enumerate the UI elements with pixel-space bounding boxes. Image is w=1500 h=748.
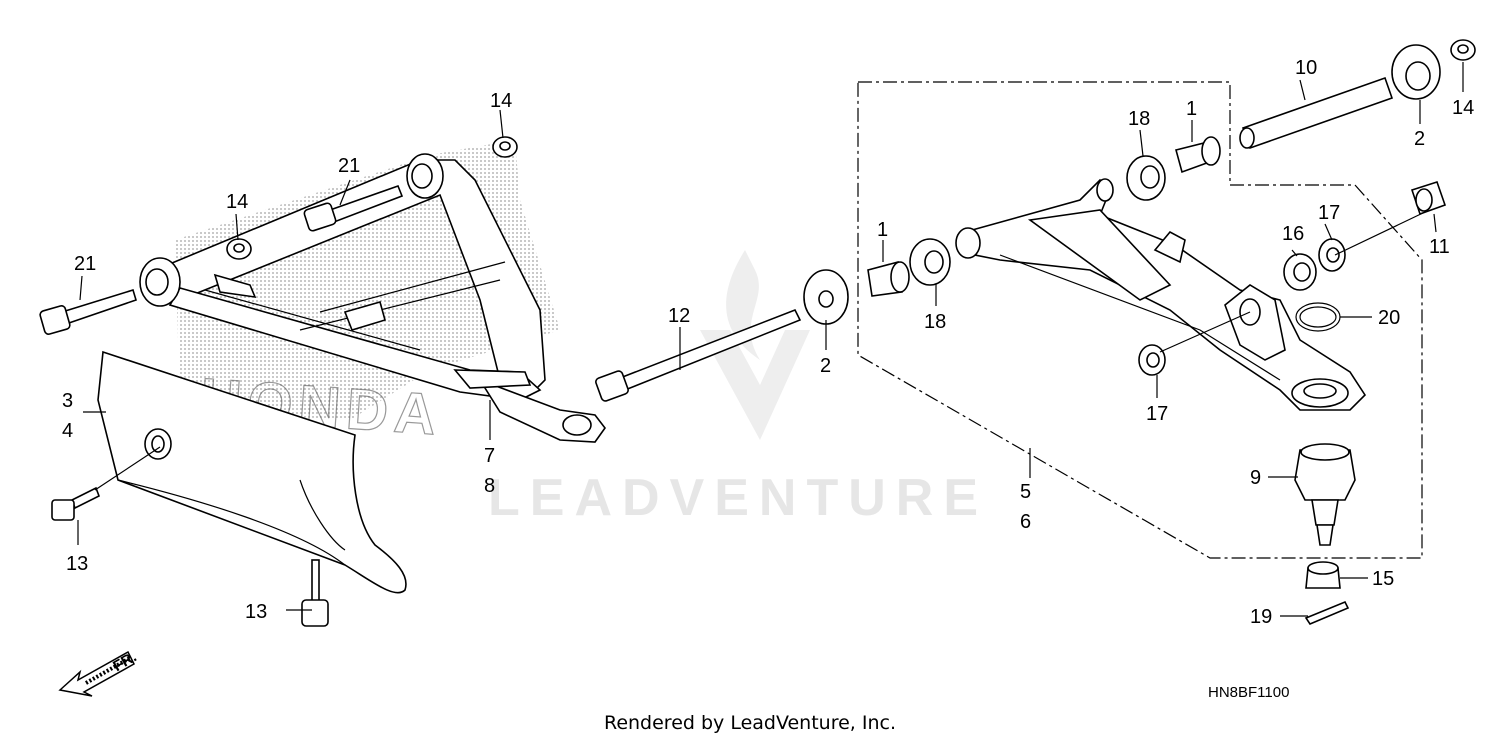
callout-21-left: 21 — [74, 253, 96, 275]
bushing-1-top — [1175, 136, 1221, 174]
callout-15: 15 — [1372, 568, 1394, 590]
callout-8: 8 — [484, 475, 495, 497]
callout-6: 6 — [1020, 511, 1031, 533]
callout-14-left: 14 — [226, 191, 248, 213]
callout-13-bottom: 13 — [245, 601, 267, 623]
seal-17-bottom — [1138, 344, 1166, 376]
pipe-10 — [1239, 76, 1394, 150]
callout-16: 16 — [1282, 223, 1304, 245]
nut-14-right — [1450, 39, 1476, 61]
seal-18-top — [1126, 155, 1166, 201]
callout-17-right: 17 — [1318, 202, 1340, 224]
bolt-21-top — [303, 184, 404, 232]
callout-14-right: 14 — [1452, 97, 1474, 119]
callout-12: 12 — [668, 305, 690, 327]
diagram-code: HN8BF1100 — [1208, 684, 1289, 701]
callout-13-left: 13 — [66, 553, 88, 575]
bolt-21-left — [39, 288, 137, 335]
seal-17-right — [1318, 238, 1346, 272]
cap-2-top-right — [1391, 44, 1441, 100]
bushing-1-left — [867, 260, 910, 297]
callout-numbers: 21 21 14 14 3 4 13 13 7 8 12 2 1 18 18 1… — [62, 57, 1474, 628]
leader-lines — [77, 62, 1464, 617]
callout-18-top: 18 — [1128, 108, 1150, 130]
callout-7: 7 — [484, 445, 495, 467]
footer-credit: Rendered by LeadVenture, Inc. — [603, 712, 897, 734]
callout-20: 20 — [1378, 307, 1400, 329]
front-direction-arrow: FR. — [58, 648, 140, 697]
callout-17-bottom: 17 — [1146, 403, 1168, 425]
callout-10: 10 — [1295, 57, 1317, 79]
screw-13-bottom — [301, 559, 329, 627]
callout-3: 3 — [62, 390, 73, 412]
callout-4: 4 — [62, 420, 73, 442]
collar-11 — [1410, 181, 1447, 216]
upper-arm-assembly — [139, 140, 606, 443]
lower-arm-assembly — [955, 178, 1367, 411]
callout-2-center: 2 — [820, 355, 831, 377]
callout-19: 19 — [1250, 606, 1272, 628]
nut-14-top — [492, 136, 518, 158]
bearing-16 — [1283, 253, 1317, 291]
castle-nut-15 — [1305, 561, 1341, 589]
circlip-20 — [1295, 302, 1341, 332]
arm-guard-plate — [97, 350, 407, 594]
callout-2-right: 2 — [1414, 128, 1425, 150]
callout-9: 9 — [1250, 467, 1261, 489]
watermark-text: LEADVENTURE — [488, 469, 988, 527]
callout-21-top: 21 — [338, 155, 360, 177]
screw-13-left — [51, 486, 101, 521]
watermark: LEADVENTURE — [488, 250, 988, 527]
callout-1-left: 1 — [877, 219, 888, 241]
seal-18-left — [909, 238, 951, 286]
callout-5: 5 — [1020, 481, 1031, 503]
callout-1-top: 1 — [1186, 98, 1197, 120]
assembly-boundary — [857, 81, 1423, 559]
callout-18-left: 18 — [924, 311, 946, 333]
callout-14-top: 14 — [490, 90, 512, 112]
nut-14-left — [226, 238, 252, 260]
cotter-pin-19 — [1304, 600, 1350, 625]
callout-11: 11 — [1429, 236, 1450, 258]
washer-2-center — [803, 269, 849, 325]
ball-joint-9 — [1294, 443, 1356, 546]
bolt-12 — [595, 308, 802, 402]
